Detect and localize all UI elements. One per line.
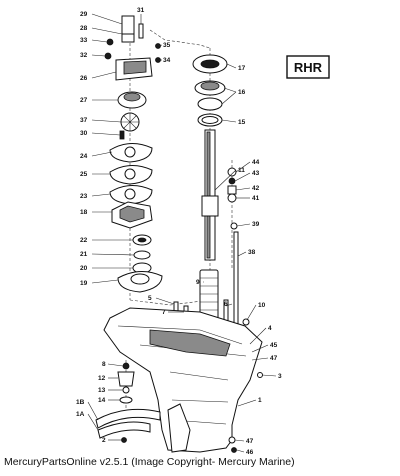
callout-31: 31	[137, 7, 145, 14]
callout-3: 3	[278, 373, 282, 380]
callout-42: 42	[252, 185, 260, 192]
part-bushing	[201, 195, 219, 217]
callout-29: 29	[80, 11, 88, 18]
part-key	[119, 130, 125, 140]
callout-43: 43	[252, 170, 260, 177]
callout-22: 22	[80, 237, 88, 244]
callout-32: 32	[80, 52, 88, 59]
callout-28: 28	[80, 25, 88, 32]
gear-housing	[103, 307, 263, 453]
callout-47a: 47	[270, 355, 278, 362]
callout-17: 17	[238, 65, 246, 72]
badge-text: RHR	[294, 60, 323, 75]
callout-19: 19	[80, 280, 88, 287]
callout-4: 4	[268, 325, 272, 332]
callout-37: 37	[80, 117, 88, 124]
callout-7: 7	[162, 309, 166, 316]
pump-hardware	[138, 23, 161, 63]
callout-47b: 47	[246, 438, 254, 445]
part-trim-tab-upper	[95, 408, 161, 429]
callout-15: 15	[238, 119, 246, 126]
callout-38: 38	[248, 249, 256, 256]
callout-labels: 29 28 33 32 26 27 37 30 24 25 23 18 22 2…	[76, 7, 282, 456]
callout-21: 21	[80, 251, 88, 258]
callout-34: 34	[163, 57, 171, 64]
callout-1a: 1A	[76, 411, 85, 418]
part-washer	[106, 38, 114, 46]
callout-45: 45	[270, 342, 278, 349]
callout-41: 41	[252, 195, 260, 202]
insert-shade	[123, 92, 141, 102]
pump-body-shade	[123, 60, 147, 75]
leader-lines	[87, 13, 277, 453]
copyright-caption: MercuryPartsOnline v2.5.1 (Image Copyrig…	[4, 456, 295, 468]
callout-20: 20	[80, 265, 88, 272]
lower-left-parts	[95, 362, 237, 453]
callout-2: 2	[102, 437, 106, 444]
part-sleeve	[121, 15, 135, 35]
part-fitting	[117, 371, 135, 387]
callout-5: 5	[148, 295, 152, 302]
water-pump-stack	[104, 15, 163, 293]
callout-25: 25	[80, 171, 88, 178]
callout-14: 14	[98, 397, 106, 404]
callout-35: 35	[163, 42, 171, 49]
callout-18a: 18	[80, 209, 88, 216]
rhr-badge: RHR	[286, 55, 330, 79]
callout-13: 13	[98, 387, 106, 394]
part-pinion	[197, 97, 223, 111]
callout-39: 39	[252, 221, 260, 228]
callout-44: 44	[252, 159, 260, 166]
callout-30: 30	[80, 130, 88, 137]
skeg	[167, 403, 191, 453]
callout-10: 10	[258, 302, 266, 309]
callout-9: 9	[196, 279, 200, 286]
callout-27: 27	[80, 97, 88, 104]
driveshaft-stack	[192, 54, 228, 323]
callout-26: 26	[80, 75, 88, 82]
part-trim-tab-lower	[97, 421, 151, 439]
callout-33: 33	[80, 37, 88, 44]
callout-46: 46	[246, 449, 254, 456]
part-screw	[104, 52, 112, 60]
callout-23: 23	[80, 193, 88, 200]
part-oring	[133, 250, 151, 260]
callout-11: 11	[238, 167, 245, 174]
callout-8: 8	[102, 361, 106, 368]
callout-1: 1	[258, 397, 262, 404]
callout-24: 24	[80, 153, 88, 160]
callout-1b: 1B	[76, 399, 85, 406]
part-impeller	[120, 112, 140, 132]
part-grommet	[121, 33, 135, 43]
part-stud	[138, 23, 144, 39]
callout-12: 12	[98, 375, 106, 382]
callout-6: 6	[224, 301, 228, 308]
callout-16: 16	[238, 89, 246, 96]
